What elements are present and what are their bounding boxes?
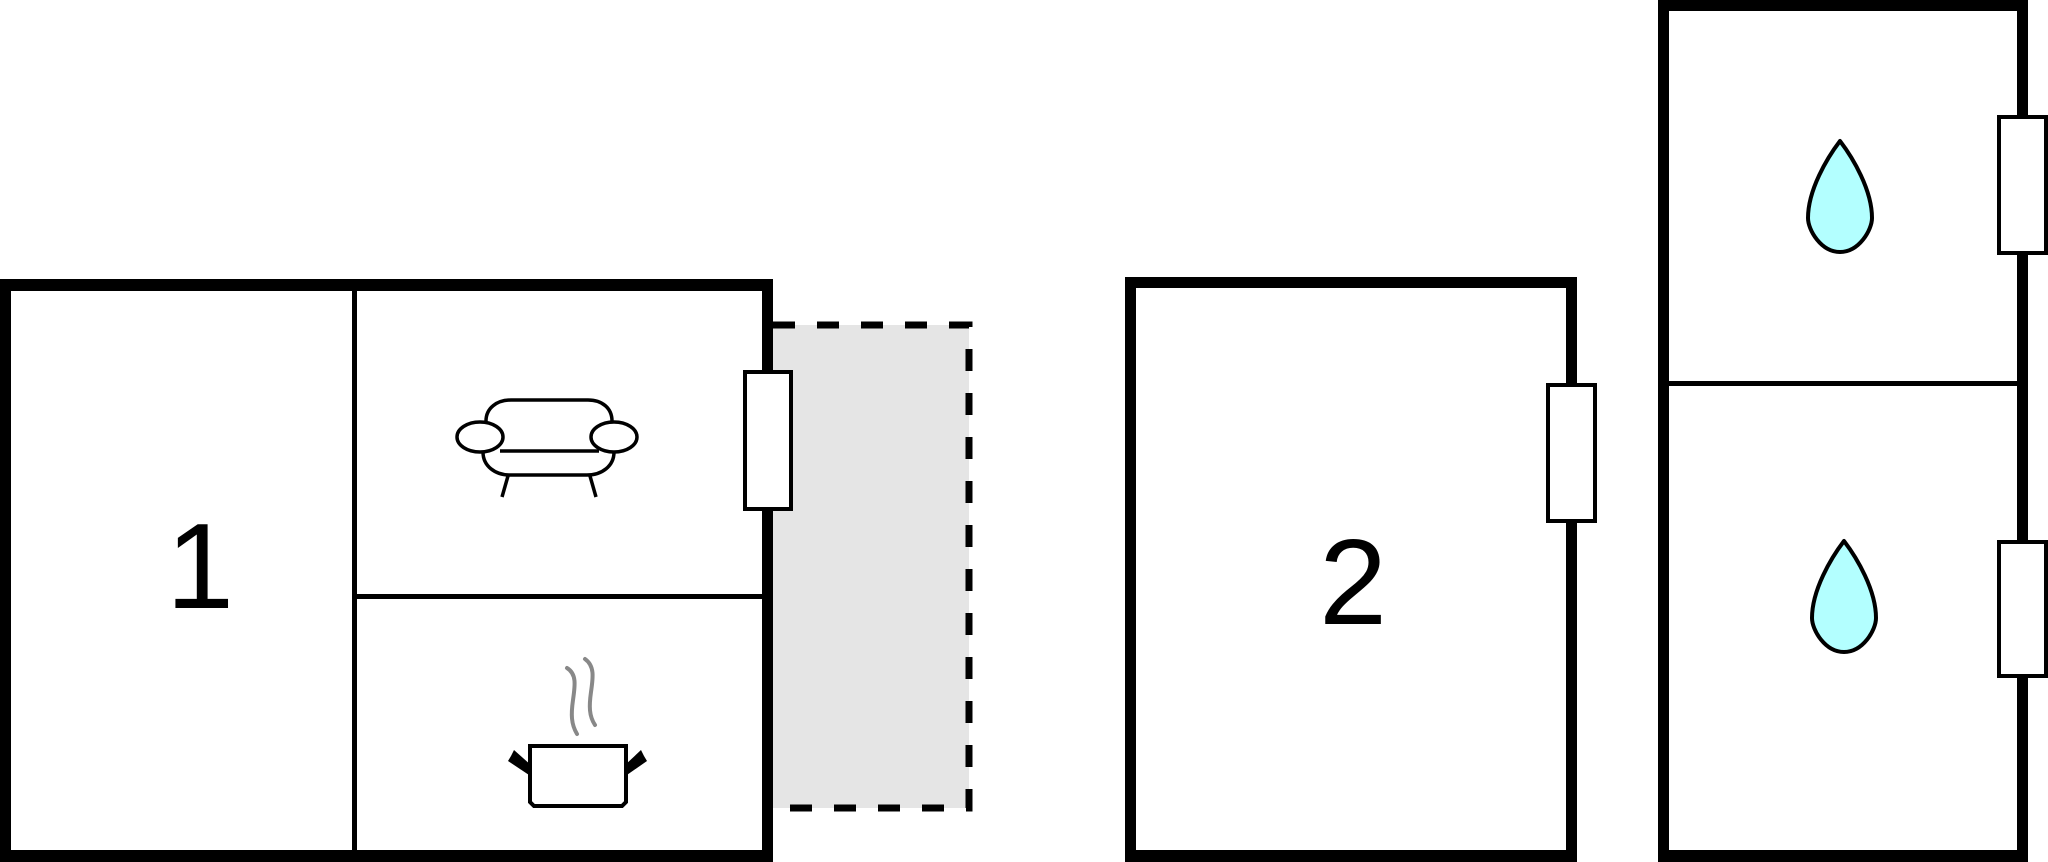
building-3-window-top (1997, 115, 2048, 255)
room-2-label: 2 (1319, 514, 1387, 650)
partition-vertical (352, 291, 357, 850)
building-1-wall-bottom (0, 850, 773, 862)
building-3-partition (1669, 381, 2017, 386)
building-3-window-bottom (1997, 540, 2048, 678)
building-2-wall-left (1125, 277, 1136, 862)
building-3-wall-right (2017, 0, 2028, 862)
building-2-wall-top (1125, 277, 1577, 288)
building-1-wall-right (762, 279, 773, 862)
building-1-wall-top (0, 279, 773, 291)
building-2-wall-bottom (1125, 850, 1577, 862)
building-2-window (1546, 383, 1597, 523)
water-drop-icon (1806, 139, 1874, 254)
sofa-icon (455, 398, 639, 498)
building-1-window (743, 370, 793, 511)
cooking-pot-icon (508, 657, 647, 808)
building-2-wall-right (1566, 277, 1577, 862)
water-drop-icon (1810, 539, 1878, 654)
partition-horizontal (357, 594, 762, 599)
building-3-wall-top (1658, 0, 2028, 11)
building-1-wall-left (0, 279, 11, 862)
building-3-wall-left (1658, 0, 1669, 862)
terrace-area (773, 325, 969, 808)
building-3-wall-bottom (1658, 850, 2028, 862)
room-1-label: 1 (166, 498, 234, 634)
